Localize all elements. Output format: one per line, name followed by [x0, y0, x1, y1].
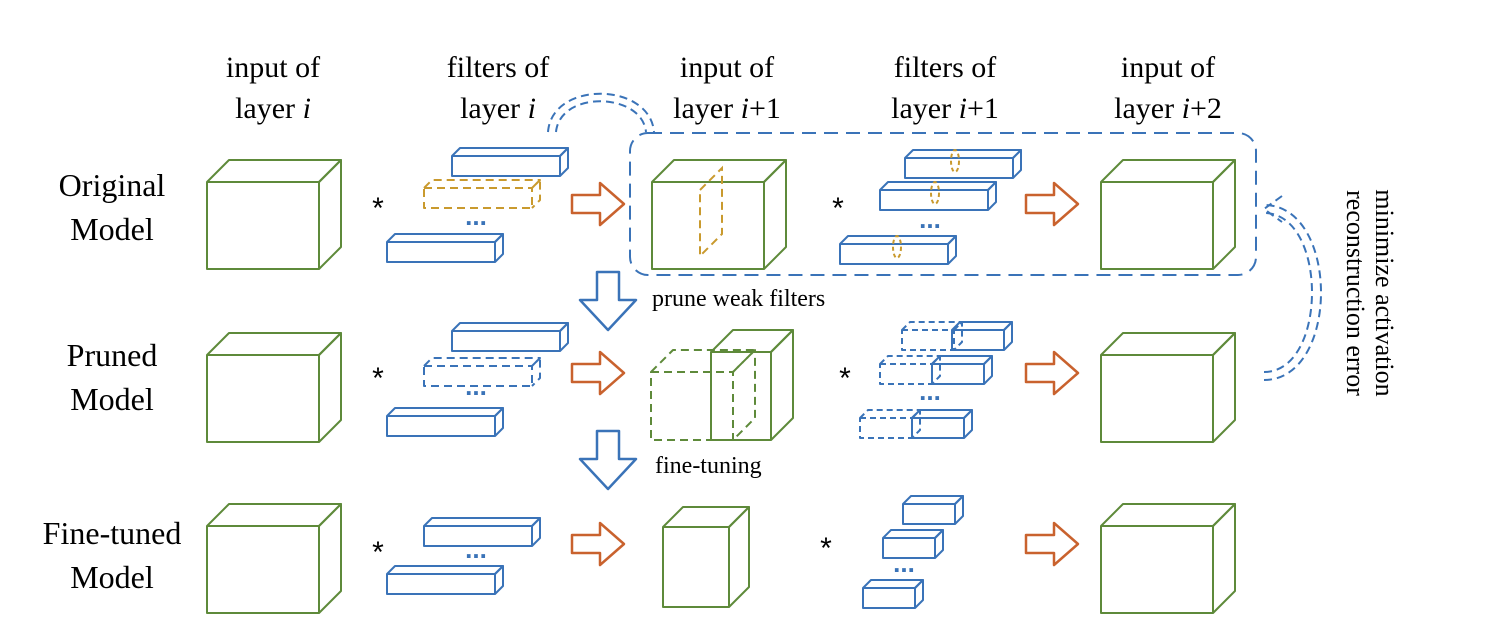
col-5-line1: input of: [1121, 51, 1215, 84]
pruned-channel-slice: [699, 165, 723, 259]
input-layer-i1-original: [651, 159, 787, 270]
input-layer-i1-removed-part: [650, 349, 756, 441]
input-layer-i-finetuned: [206, 503, 342, 614]
pruned-slice-mark-3: [892, 235, 902, 259]
col-4-line2: layer i+1: [891, 92, 999, 125]
filter-r2-i-2-removed: [423, 357, 541, 387]
filter-r3-i-2: [386, 565, 504, 595]
diagram-shapes: [206, 147, 1236, 614]
filter-r1-i-2-pruned: [423, 179, 541, 209]
row-pruned-line2: Model: [70, 381, 154, 417]
col-1-line1: input of: [226, 51, 320, 84]
finetune-step-label: fine-tuning: [655, 453, 762, 479]
row-finetuned-line2: Model: [70, 559, 154, 595]
ellipsis-r1-i1: ...: [919, 204, 941, 234]
filter-r1-i1-2: [879, 181, 997, 211]
col-2-line1: filters of: [447, 51, 549, 84]
filter-r3-i1-2: [882, 529, 944, 559]
highlight-region-box: [629, 132, 1257, 276]
side-note-line1: minimize activation: [1370, 189, 1399, 396]
filter-r1-i1-1: [904, 149, 1022, 179]
operator-r1-a: *: [372, 192, 384, 225]
col-5-line2: layer i+2: [1114, 92, 1222, 125]
arrow-r1-b: [1024, 181, 1080, 227]
finetune-down-arrow: [578, 429, 638, 491]
col-1-line2: layer i: [235, 92, 311, 125]
row-labels: Original Model Pruned Model Fine-tuned M…: [43, 167, 182, 595]
filter-r1-i1-3: [839, 235, 957, 265]
filter-r2-i1-3: [911, 409, 973, 439]
ellipsis-r3-i1: ...: [893, 548, 915, 578]
row-pruned-line1: Pruned: [67, 337, 158, 373]
input-layer-i1-finetuned: [662, 506, 750, 608]
operator-r3-a: *: [372, 536, 384, 569]
row-finetuned-line1: Fine-tuned: [43, 515, 182, 551]
input-layer-i1-pruned: [710, 329, 794, 441]
input-layer-i-pruned: [206, 332, 342, 443]
arrow-r3-a: [570, 521, 626, 567]
arrow-r1-a: [570, 181, 626, 227]
filter-r1-i-1: [451, 147, 569, 177]
input-layer-i-original: [206, 159, 342, 270]
arrow-r2-a: [570, 350, 626, 396]
filter-r3-i1-1: [902, 495, 964, 525]
filter-ellipses: ... ... ... ... ... ...: [465, 201, 941, 578]
prune-step-label: prune weak filters: [652, 286, 825, 312]
operator-r2-b: *: [839, 362, 851, 395]
operator-r2-a: *: [372, 362, 384, 395]
row-original-line1: Original: [59, 167, 166, 203]
operator-r3-b: *: [820, 532, 832, 565]
curved-arrow-right: [1262, 195, 1322, 381]
ellipsis-r2-i1: ...: [919, 376, 941, 406]
input-layer-i2-finetuned: [1100, 503, 1236, 614]
pruned-slice-mark-2: [930, 181, 940, 205]
filter-r2-i1-2: [931, 355, 993, 385]
arrow-r2-b: [1024, 350, 1080, 396]
row-original-line2: Model: [70, 211, 154, 247]
filter-r3-i1-3: [862, 579, 924, 609]
ellipsis-r1-i: ...: [465, 201, 487, 231]
col-2-line2: layer i: [460, 92, 536, 125]
input-layer-i2-pruned: [1100, 332, 1236, 443]
column-headers: input of layer i filters of layer i inpu…: [226, 51, 1222, 125]
filter-r1-i-3: [386, 233, 504, 263]
ellipsis-r3-i: ...: [465, 534, 487, 564]
col-3-line2: layer i+1: [673, 92, 781, 125]
reconstruction-region: [547, 92, 1322, 381]
filter-r2-i1-1: [951, 321, 1013, 351]
col-3-line1: input of: [680, 51, 774, 84]
operators: * * * * * *: [372, 192, 851, 569]
curved-arrow-top: [547, 92, 655, 133]
col-4-line1: filters of: [894, 51, 996, 84]
pruned-slice-mark-1: [950, 149, 960, 173]
filter-r3-i-1: [423, 517, 541, 547]
arrow-r3-b: [1024, 521, 1080, 567]
filter-r2-i-1: [451, 322, 569, 352]
side-note-line2: reconstruction error: [1341, 190, 1370, 396]
prune-down-arrow: [578, 270, 638, 332]
operator-r1-b: *: [832, 192, 844, 225]
filter-r2-i-3: [386, 407, 504, 437]
input-layer-i2-original: [1100, 159, 1236, 270]
